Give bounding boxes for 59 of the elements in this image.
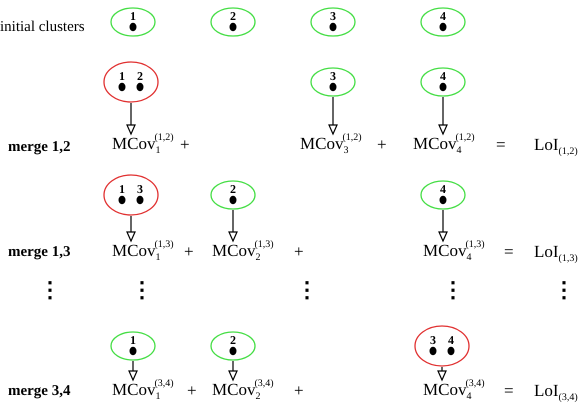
cluster-ellipse bbox=[110, 7, 156, 37]
arrow bbox=[437, 367, 447, 381]
operator: + bbox=[294, 242, 304, 262]
point-number: 3 bbox=[137, 183, 143, 195]
point-number: 1 bbox=[130, 334, 136, 346]
point-number: 2 bbox=[230, 334, 236, 346]
arrow bbox=[126, 103, 136, 135]
point-number: 1 bbox=[119, 183, 125, 195]
formula-term: LoI$_{(3,4)}$ bbox=[534, 381, 578, 401]
point-number: 3 bbox=[430, 334, 436, 346]
cluster-ellipse bbox=[103, 174, 159, 216]
row-label: merge 1,3 bbox=[8, 243, 70, 262]
point-number: 4 bbox=[440, 70, 446, 82]
arrow bbox=[438, 97, 448, 135]
arrow bbox=[126, 216, 136, 242]
operator: = bbox=[504, 242, 514, 262]
vertical-ellipsis: ⋮ bbox=[39, 278, 61, 302]
cluster-ellipse bbox=[420, 7, 466, 37]
operator: = bbox=[496, 135, 506, 155]
vertical-ellipsis: ⋮ bbox=[442, 278, 464, 302]
point-number: 4 bbox=[448, 334, 454, 346]
arrow bbox=[228, 210, 238, 242]
arrow bbox=[438, 210, 448, 242]
cluster-ellipse bbox=[310, 67, 356, 97]
cluster-ellipse bbox=[414, 325, 470, 367]
point-number: 4 bbox=[440, 183, 446, 195]
formula-term: LoI$_{(1,2)}$ bbox=[534, 135, 578, 155]
point-number: 1 bbox=[119, 70, 125, 82]
cluster-ellipse bbox=[210, 7, 256, 37]
point-number: 2 bbox=[137, 70, 143, 82]
row-label: merge 1,2 bbox=[8, 138, 70, 157]
cluster-ellipse bbox=[103, 61, 159, 103]
operator: + bbox=[294, 381, 304, 401]
operator: + bbox=[184, 242, 194, 262]
point-number: 2 bbox=[230, 183, 236, 195]
point-number: 2 bbox=[230, 10, 236, 22]
operator: + bbox=[377, 135, 387, 155]
cluster-ellipse bbox=[110, 331, 156, 361]
row-label: merge 3,4 bbox=[8, 382, 70, 401]
point-number: 3 bbox=[330, 10, 336, 22]
point-number: 3 bbox=[330, 70, 336, 82]
vertical-ellipsis: ⋮ bbox=[296, 278, 318, 302]
formula-term: LoI$_{(1,3)}$ bbox=[534, 242, 578, 262]
cluster-ellipse bbox=[310, 7, 356, 37]
arrow bbox=[128, 361, 138, 381]
arrow bbox=[228, 361, 238, 381]
vertical-ellipsis: ⋮ bbox=[553, 278, 575, 302]
point-number: 1 bbox=[130, 10, 136, 22]
operator: = bbox=[504, 381, 514, 401]
arrow bbox=[328, 97, 338, 135]
cluster-ellipse bbox=[210, 180, 256, 210]
cluster-ellipse bbox=[210, 331, 256, 361]
operator: + bbox=[180, 135, 190, 155]
vertical-ellipsis: ⋮ bbox=[131, 278, 153, 302]
operator: + bbox=[187, 381, 197, 401]
cluster-ellipse bbox=[420, 180, 466, 210]
cluster-ellipse bbox=[420, 67, 466, 97]
label-text: initial clusters bbox=[0, 18, 85, 37]
point-number: 4 bbox=[440, 10, 446, 22]
